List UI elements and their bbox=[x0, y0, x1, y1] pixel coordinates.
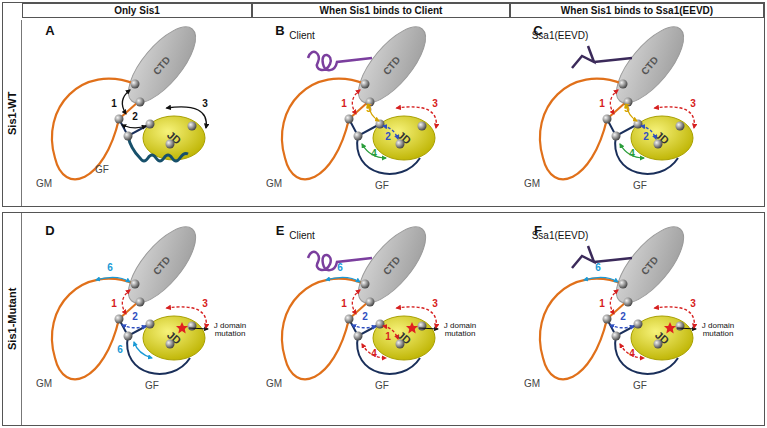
ctd-ellipse bbox=[117, 17, 207, 113]
callout-number: 1 bbox=[599, 299, 605, 309]
part-label: Client bbox=[289, 231, 315, 241]
callout-number: 3 bbox=[202, 299, 208, 309]
ctd-ellipse bbox=[117, 217, 207, 313]
callout-number: 2 bbox=[620, 312, 626, 322]
ctd-ellipse bbox=[605, 217, 695, 313]
callout-number: 2 bbox=[643, 132, 649, 142]
callout-number: 3 bbox=[432, 299, 438, 309]
ctd-domain: CTD bbox=[605, 223, 695, 308]
part-label: GF bbox=[375, 381, 389, 391]
row-label: Sis1-WT bbox=[3, 20, 22, 206]
jd-ellipse bbox=[373, 116, 435, 160]
part-label: GM bbox=[266, 179, 282, 189]
part-label: Client bbox=[289, 31, 315, 41]
part-label: GM bbox=[36, 179, 52, 189]
eevd-peptide bbox=[572, 246, 632, 268]
column-header: Only Sis1 bbox=[22, 3, 252, 18]
panel-letter: A bbox=[45, 24, 54, 37]
ctd-ellipse bbox=[347, 217, 437, 313]
panel-letter: B bbox=[275, 24, 284, 37]
jd-ellipse bbox=[631, 116, 693, 160]
distance-arrow bbox=[122, 125, 146, 128]
ctd-ellipse bbox=[347, 17, 437, 113]
callout-number: 6 bbox=[595, 263, 601, 273]
callout-number: 2 bbox=[385, 132, 391, 142]
header-text: Only Sis1 bbox=[114, 5, 160, 16]
callout-number: 6 bbox=[117, 345, 123, 355]
ctd-domain: CTD bbox=[347, 23, 437, 108]
panel-letter: E bbox=[276, 224, 285, 237]
jd-ellipse bbox=[631, 316, 693, 360]
ctd-ellipse bbox=[605, 17, 695, 113]
callout-number: 1 bbox=[111, 99, 117, 109]
callout-number: 4 bbox=[629, 149, 635, 159]
callout-number: 1 bbox=[341, 299, 347, 309]
callout-number: 1 bbox=[341, 99, 347, 109]
callout-number: 6 bbox=[107, 263, 113, 273]
part-label: GM bbox=[266, 379, 282, 389]
distance-arrow bbox=[122, 325, 146, 328]
callout-number: 3 bbox=[432, 99, 438, 109]
callout-number: 6 bbox=[337, 263, 343, 273]
header-text: When Sis1 binds to Ssa1(EEVD) bbox=[561, 5, 713, 16]
callout-number: 1 bbox=[385, 332, 391, 342]
ctd-domain: CTD bbox=[117, 223, 207, 308]
part-label: Ssa1(EEVD) bbox=[532, 231, 589, 241]
part-label: J domain mutation bbox=[210, 322, 250, 339]
part-label: GF bbox=[633, 381, 647, 391]
callout-number: 3 bbox=[202, 99, 208, 109]
ctd-domain: CTD bbox=[605, 23, 695, 108]
distance-arrow bbox=[326, 277, 360, 282]
ctd-domain: CTD bbox=[117, 23, 207, 108]
column-header: When Sis1 binds to Client bbox=[252, 3, 510, 18]
part-label: J domain mutation bbox=[440, 322, 480, 339]
distance-arrow bbox=[352, 325, 376, 328]
header-text: When Sis1 binds to Client bbox=[320, 5, 443, 16]
part-label: GF bbox=[95, 165, 109, 175]
part-label: GM bbox=[524, 179, 540, 189]
part-label: GF bbox=[145, 381, 159, 391]
distance-arrow bbox=[610, 325, 634, 328]
callout-number: 4 bbox=[371, 149, 377, 159]
callout-number: 2 bbox=[362, 312, 368, 322]
distance-arrow bbox=[96, 277, 130, 282]
part-label: GF bbox=[375, 181, 389, 191]
callout-number: 4 bbox=[629, 349, 635, 359]
callout-number: 4 bbox=[371, 349, 377, 359]
row-label: Sis1-Mutant bbox=[3, 213, 22, 425]
part-label: Ssa1(EEVD) bbox=[532, 31, 589, 41]
part-label: J domain mutation bbox=[698, 322, 738, 339]
callout-number: 2 bbox=[132, 312, 138, 322]
column-header: When Sis1 binds to Ssa1(EEVD) bbox=[510, 3, 764, 18]
ctd-domain: CTD bbox=[347, 223, 437, 308]
callout-number: 3 bbox=[690, 99, 696, 109]
panel-letter: D bbox=[45, 224, 54, 237]
jd-ellipse bbox=[373, 316, 435, 360]
distance-arrow bbox=[584, 277, 618, 282]
part-label: GM bbox=[524, 379, 540, 389]
callout-number: 5 bbox=[366, 104, 372, 114]
panel-art bbox=[282, 252, 438, 379]
callout-number: 1 bbox=[111, 299, 117, 309]
callout-number: 3 bbox=[690, 299, 696, 309]
jd-ellipse bbox=[143, 316, 205, 360]
jd-ellipse bbox=[143, 116, 205, 160]
client-peptide bbox=[308, 52, 372, 70]
part-label: GM bbox=[36, 379, 52, 389]
callout-number: 2 bbox=[132, 112, 138, 122]
eevd-peptide bbox=[572, 46, 632, 68]
callout-number: 5 bbox=[624, 104, 630, 114]
callout-number: 1 bbox=[599, 99, 605, 109]
part-label: GF bbox=[633, 181, 647, 191]
